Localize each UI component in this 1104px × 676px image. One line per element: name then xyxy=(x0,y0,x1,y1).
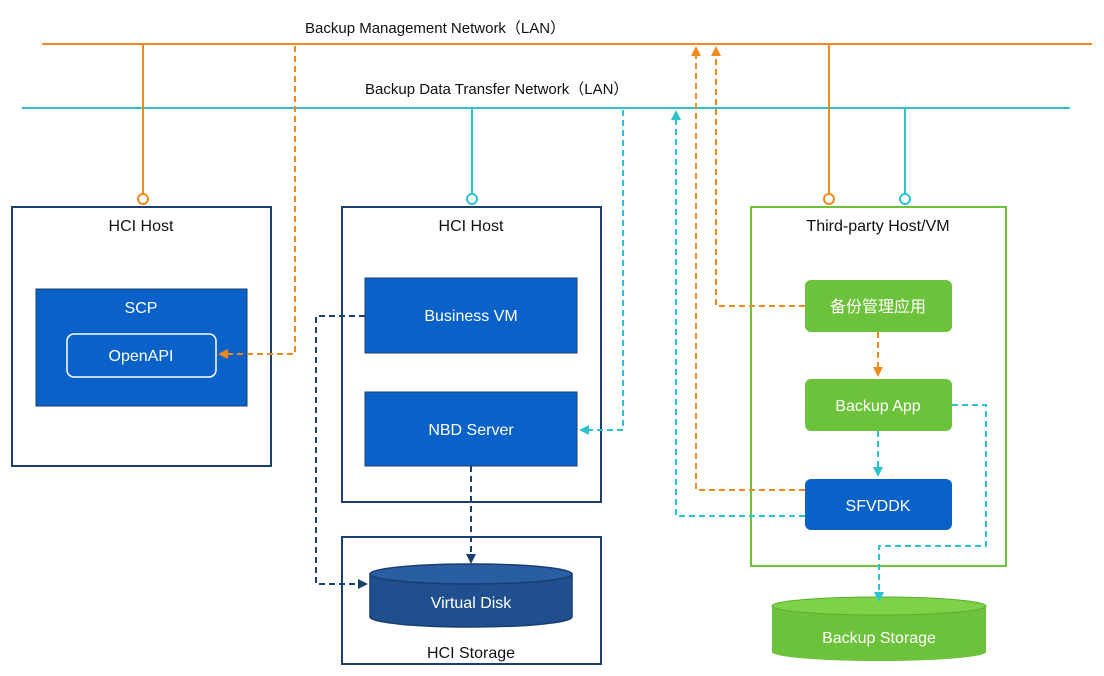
openapi-label: OpenAPI xyxy=(109,348,174,365)
host1-management-port xyxy=(137,193,149,205)
sfvddk-label: SFVDDK xyxy=(846,498,911,515)
mgmt-app-to-mgmt-network-arrow xyxy=(711,46,805,307)
backup-storage-cylinder[interactable] xyxy=(771,596,987,661)
data-network-to-nbd-arrow xyxy=(579,110,624,435)
third-party-data-port xyxy=(899,193,911,205)
hci-host-2-title: HCI Host xyxy=(439,218,504,235)
third-party-host-title: Third-party Host/VM xyxy=(806,218,949,235)
hci-storage-label: HCI Storage xyxy=(427,645,515,662)
backup-storage-label: Backup Storage xyxy=(822,630,936,647)
mgmt-to-openapi-arrow xyxy=(218,46,296,359)
backup-app-box[interactable] xyxy=(805,379,952,431)
virtual-disk-label: Virtual Disk xyxy=(431,595,513,612)
third-party-management-port xyxy=(823,193,835,205)
nbd-server-label: NBD Server xyxy=(428,422,514,439)
hci-host-1-title: HCI Host xyxy=(109,218,174,235)
management-network-label: Backup Management Network（LAN） xyxy=(305,20,565,37)
sfvddk-box[interactable] xyxy=(805,479,952,530)
business-vm-label: Business VM xyxy=(424,308,517,325)
business-vm-box[interactable] xyxy=(364,277,578,354)
virtual-disk-cylinder[interactable] xyxy=(369,563,573,628)
sfvddk-to-mgmt-network-arrow xyxy=(691,46,805,491)
openapi-box[interactable] xyxy=(66,333,217,378)
backup-app-label: Backup App xyxy=(835,398,921,415)
scp-label: SCP xyxy=(125,300,158,317)
host2-data-port xyxy=(466,193,478,205)
sfvddk-to-data-network-arrow xyxy=(671,110,805,517)
business-vm-to-disk-arrow xyxy=(315,315,368,589)
backup-app-to-storage-arrow xyxy=(874,404,987,602)
backup-mgmt-app-label: 备份管理应用 xyxy=(830,297,926,316)
backup-mgmt-app-box[interactable] xyxy=(805,280,952,332)
data-network-label: Backup Data Transfer Network（LAN） xyxy=(365,81,628,98)
